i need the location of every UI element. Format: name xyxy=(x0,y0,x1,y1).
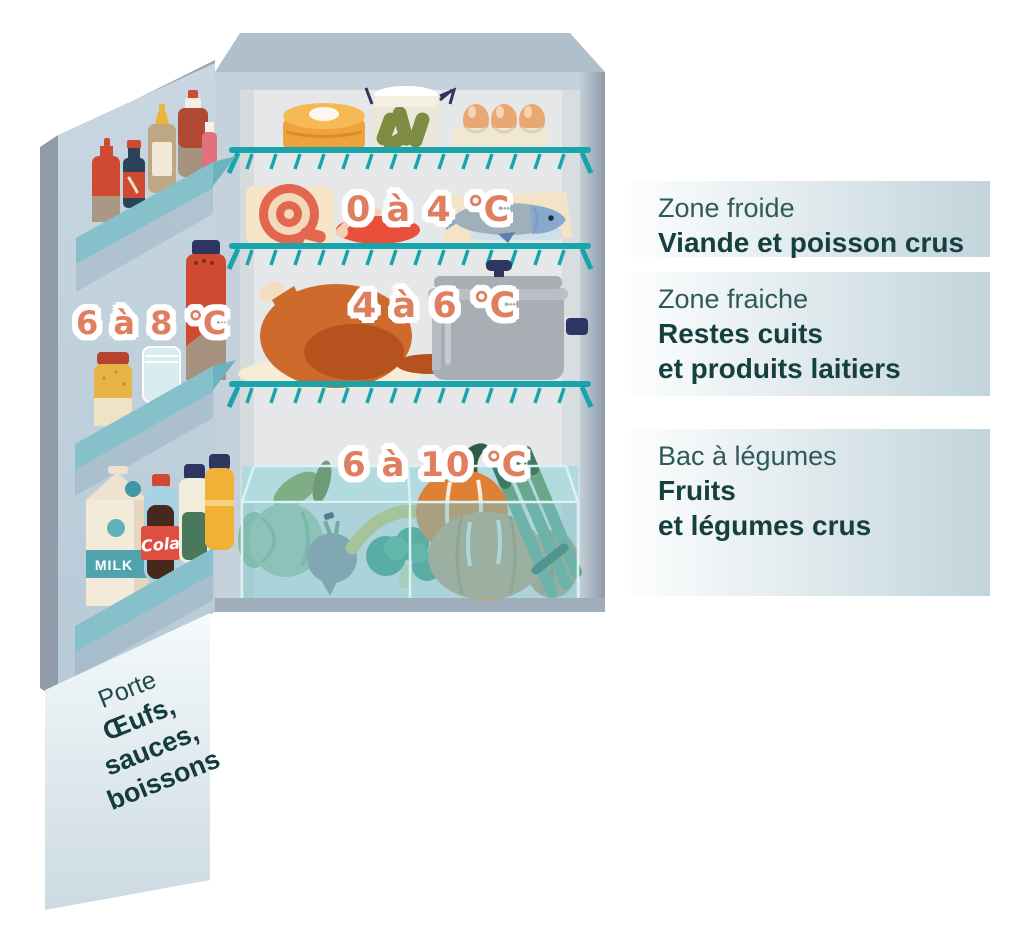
door-temperature-badge: 6 à 8 ℃ xyxy=(76,304,229,342)
cold-shelf-items xyxy=(246,184,572,247)
zone-label-cold: Zone froide Viande et poisson crus xyxy=(631,181,990,258)
raw-fish xyxy=(444,192,572,243)
door-shelf-bottom-items: MILK Cola xyxy=(86,454,234,606)
milk-label: MILK xyxy=(95,557,133,573)
top-shelf-items xyxy=(283,86,548,154)
door-shelf-bottom xyxy=(75,548,213,652)
door-shelf-top-end xyxy=(213,156,236,186)
sauce-bottle xyxy=(178,90,208,177)
door-shelf-top-items xyxy=(92,90,217,222)
zone-label-fresh: Zone fraiche Restes cuits et produits la… xyxy=(631,272,990,396)
rolled-meat xyxy=(259,184,326,247)
zone-fresh-subtitle-line-1: Restes cuits xyxy=(658,318,823,349)
ketchup-bottle xyxy=(92,138,120,222)
wire-shelf-2 xyxy=(226,243,594,271)
zone-fresh-title: Zone fraiche xyxy=(658,284,809,314)
raw-meat-chop xyxy=(336,208,420,244)
zone-cold-title: Zone froide xyxy=(658,193,795,223)
pot-handle xyxy=(566,318,588,335)
door-shelf-middle-items xyxy=(94,240,226,426)
fresh-zone-temperature-badge: 4 à 6 ℃ xyxy=(352,286,518,326)
fridge-right-edge xyxy=(578,72,605,612)
pot-knob xyxy=(486,260,512,271)
zone-veg-subtitle-line-1: Fruits xyxy=(658,475,736,506)
green-juice-bottle xyxy=(179,464,210,563)
door-left-edge xyxy=(40,135,58,700)
zone-fresh-subtitle-line-2: et produits laitiers xyxy=(658,353,901,384)
egg-carton xyxy=(452,104,548,154)
door-shelf-shadow xyxy=(75,574,213,678)
leaf xyxy=(273,471,319,509)
cola-label: Cola xyxy=(140,533,181,555)
zone-veg-subtitle-line-2: et légumes crus xyxy=(658,510,872,541)
fridge-base xyxy=(215,598,605,612)
zone-veg-title: Bac à légumes xyxy=(658,441,837,471)
zone-label-vegetable-bin: Bac à légumes Fruits et légumes crus xyxy=(631,429,990,596)
door-shelf-shadow xyxy=(76,188,213,292)
zone-cold-subtitle: Viande et poisson crus xyxy=(658,227,965,258)
squeeze-bottle xyxy=(202,122,217,168)
cola-bottle: Cola xyxy=(140,474,181,582)
mustard-bottle xyxy=(148,104,176,193)
vegetable-bins xyxy=(238,443,582,600)
bin-edges xyxy=(240,464,580,598)
orange-juice-bottle xyxy=(205,454,234,550)
door-shelf-middle xyxy=(75,366,213,470)
roast-chicken xyxy=(258,281,464,388)
fridge-top-surface xyxy=(215,33,605,72)
pickle-jar xyxy=(364,86,457,154)
fridge-door: MILK Cola xyxy=(40,60,236,700)
stock-pot xyxy=(428,260,588,380)
tall-red-bottle xyxy=(186,240,226,380)
butter-dish xyxy=(283,103,365,152)
cold-zone-temperature-badge: 0 à 4 ℃ xyxy=(346,190,512,230)
door-label-panel xyxy=(45,613,210,910)
door-shelf-top xyxy=(76,162,213,264)
hot-sauce-bottle xyxy=(123,140,145,208)
mustard-jar xyxy=(94,352,132,426)
vegetable-bin-temperature-badge: 6 à 10 ℃ xyxy=(342,445,529,485)
wire-shelf-3 xyxy=(226,381,594,409)
door-shelf-middle-end xyxy=(213,360,236,390)
wire-shelf-1 xyxy=(226,147,594,175)
